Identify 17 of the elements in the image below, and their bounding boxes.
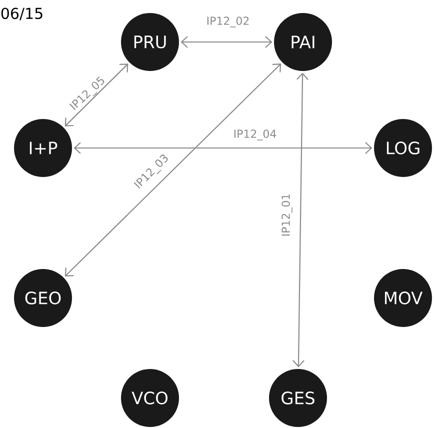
circle-node: MOV [374,269,432,327]
circle-node: PRU [121,13,179,71]
arrow [292,72,308,368]
date-label: 06/15 [1,8,42,20]
circle-node: I+P [14,119,72,177]
circle-node: GES [269,368,327,427]
edge-label: IP12_01 [282,194,292,236]
arrow [180,36,272,48]
circle-node: PAI [274,13,332,71]
edge-label: IP12_04 [234,130,276,140]
circle-node: GEO [14,269,72,327]
arrow [74,142,372,154]
circle-node: LOG [374,119,432,177]
arrow [64,64,128,126]
circle-node: VCO [121,368,179,427]
arrow [64,64,282,276]
edge-label: IP12_02 [207,16,249,28]
